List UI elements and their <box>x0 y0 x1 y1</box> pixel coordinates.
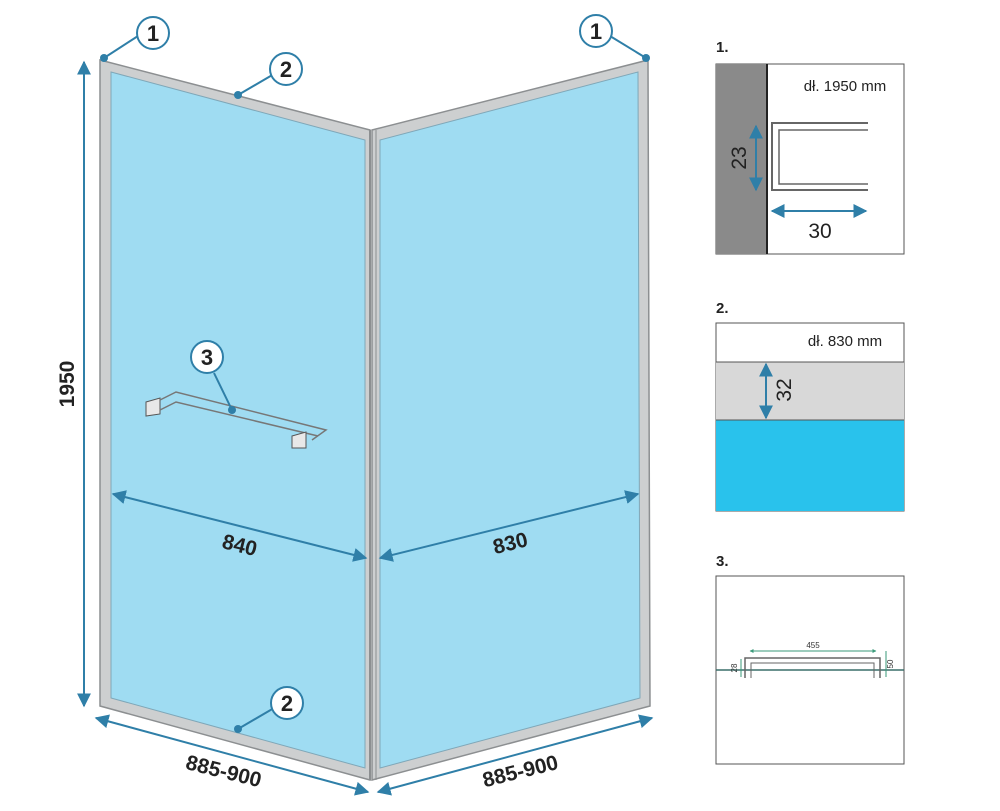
detail-3-length: 455 <box>806 641 820 650</box>
right-panel <box>371 59 651 781</box>
detail-2-box <box>715 322 905 512</box>
detail-3-number: 3. <box>716 553 729 570</box>
left-bottom-dimension <box>94 714 370 796</box>
callout-3 <box>190 340 236 414</box>
right-bottom-label: 885-900 <box>480 751 560 792</box>
detail-1-box <box>715 63 905 255</box>
detail-1-width: 30 <box>808 220 831 243</box>
callout-1-right <box>579 14 650 62</box>
left-width-dimension <box>111 490 368 562</box>
detail-3-right-height: 50 <box>886 659 895 668</box>
detail-1-number: 1. <box>716 39 729 56</box>
right-bottom-dimension <box>376 714 654 796</box>
detail-2-length: dł. 830 mm <box>808 333 882 350</box>
detail-1-height: 23 <box>728 146 751 169</box>
callout-1-left-number: 1 <box>147 21 159 46</box>
left-panel <box>99 59 371 781</box>
callout-1-right-number: 1 <box>590 19 602 44</box>
callout-3-number: 3 <box>201 345 213 370</box>
detail-3-box <box>715 575 905 765</box>
detail-3-left-height: 28 <box>730 663 739 672</box>
corner-post <box>369 130 377 780</box>
towel-bar <box>145 391 328 449</box>
callout-2-top <box>234 52 303 99</box>
detail-2-number: 2. <box>716 300 729 317</box>
callout-1-left <box>100 16 170 62</box>
right-width-dimension <box>378 490 640 562</box>
left-bottom-label: 885-900 <box>183 751 263 792</box>
callout-2-bottom-number: 2 <box>281 691 293 716</box>
callout-2-top-number: 2 <box>280 57 292 82</box>
detail-1-length: dł. 1950 mm <box>804 78 887 95</box>
detail-2-height: 32 <box>773 378 796 401</box>
height-label: 1950 <box>56 361 79 408</box>
callout-2-bottom <box>234 686 304 733</box>
